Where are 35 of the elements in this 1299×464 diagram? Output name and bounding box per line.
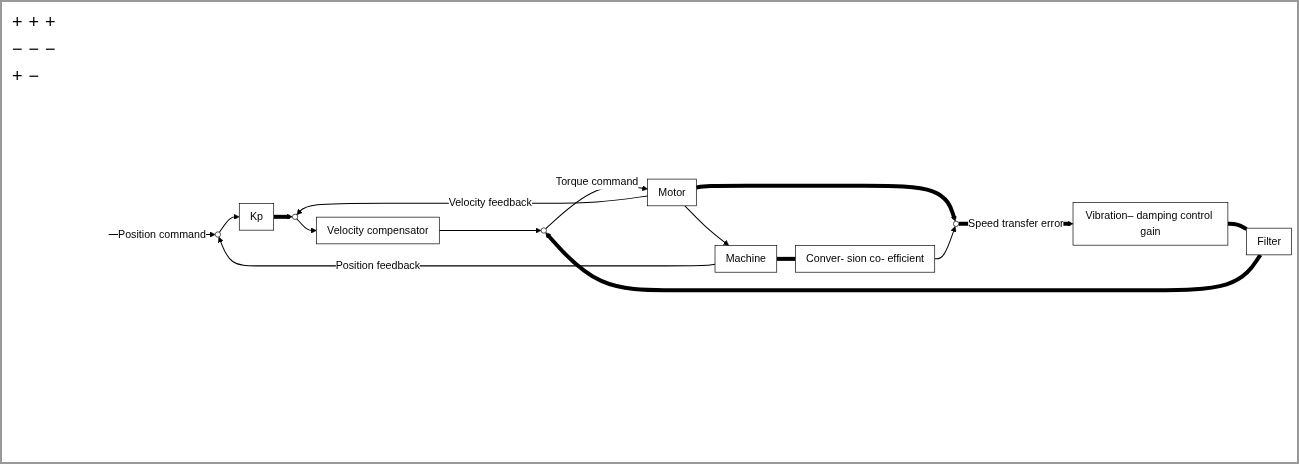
sign-label: +: [45, 12, 56, 33]
sign-label: +: [12, 66, 23, 87]
arrow: [695, 183, 957, 222]
edge-label: Velocity feedback: [448, 197, 532, 209]
node-circle: [953, 220, 960, 227]
sign-label: −: [28, 66, 40, 87]
node-box: Motor: [647, 178, 697, 207]
node-box: Velocity compensator: [316, 216, 440, 245]
edge-label: Speed transfer error: [968, 217, 1064, 230]
sign-label: −: [45, 39, 56, 60]
sign-label: −: [28, 39, 40, 60]
arrow: [218, 213, 240, 233]
node-box: Filter: [1246, 227, 1292, 256]
edge-label: Position feedback: [335, 259, 421, 272]
node-box: Vibration– damping control gain: [1072, 202, 1229, 246]
node-circle: [214, 231, 221, 238]
node-circle: [292, 213, 299, 220]
sign-label: +: [12, 12, 23, 33]
node-box: Kp: [238, 203, 275, 231]
arrow: [684, 205, 730, 246]
edge-label: Position command: [118, 228, 206, 240]
connector: [776, 256, 796, 261]
arrow: [545, 232, 1263, 293]
arrow: [273, 213, 293, 220]
arrow: [296, 218, 317, 234]
sign-label: +: [28, 12, 40, 33]
arrow: [934, 226, 957, 260]
sign-label: −: [12, 39, 23, 60]
node-circle: [540, 227, 547, 234]
arrow: [438, 227, 542, 234]
connector: [1227, 221, 1248, 231]
edge-label: Torque command: [555, 175, 639, 188]
arrow: [296, 195, 649, 216]
node-box: Machine: [714, 245, 778, 273]
node-box: Conver- sion co- efficient: [795, 245, 936, 273]
